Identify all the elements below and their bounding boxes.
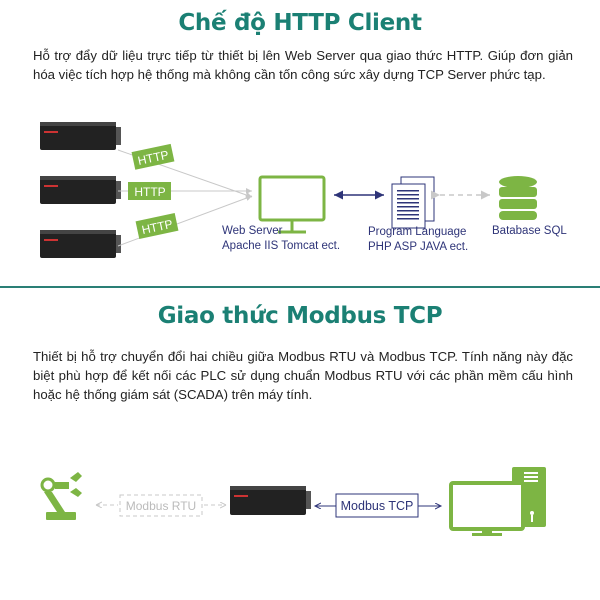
http-label-2: HTTP [134,185,165,199]
document-icon [391,176,435,229]
program-language-sublabel: PHP ASP JAVA ect. [368,241,468,253]
section-modbus-title: Giao thức Modbus TCP [157,303,443,329]
modbus-diagram: Modbus RTU Modbus TCP [40,467,546,536]
computer-icon [449,467,546,536]
device-3 [40,230,121,258]
monitor-icon [258,175,326,234]
robot-arm-icon [40,472,82,520]
device-1 [40,122,121,150]
device-2 [40,176,121,204]
program-language-label: Program Language [368,226,466,238]
modbus-rtu-box [119,494,203,517]
http-label-1: HTTP [136,148,170,168]
section-http-title: Chế độ HTTP Client [178,10,422,36]
database-label: Batabase SQL [492,225,567,237]
web-server-label: Web Server [222,225,283,237]
web-server-sublabel: Apache IIS Tomcat ect. [222,240,340,252]
http-label-3: HTTP [140,217,174,237]
database-icon [499,176,537,220]
modbus-tcp-label: Modbus TCP [341,499,414,513]
section-http-description: Hỗ trợ đẩy dữ liệu trực tiếp từ thiết bị… [33,48,573,82]
section-modbus-description: Thiết bị hỗ trợ chuyển đổi hai chiều giữ… [33,349,573,402]
section-divider [0,286,600,288]
converter-device [230,486,311,515]
modbus-rtu-label: Modbus RTU [126,499,196,513]
http-client-diagram: HTTP HTTP HTTP Web Server Apache IIS Tom… [40,122,567,258]
